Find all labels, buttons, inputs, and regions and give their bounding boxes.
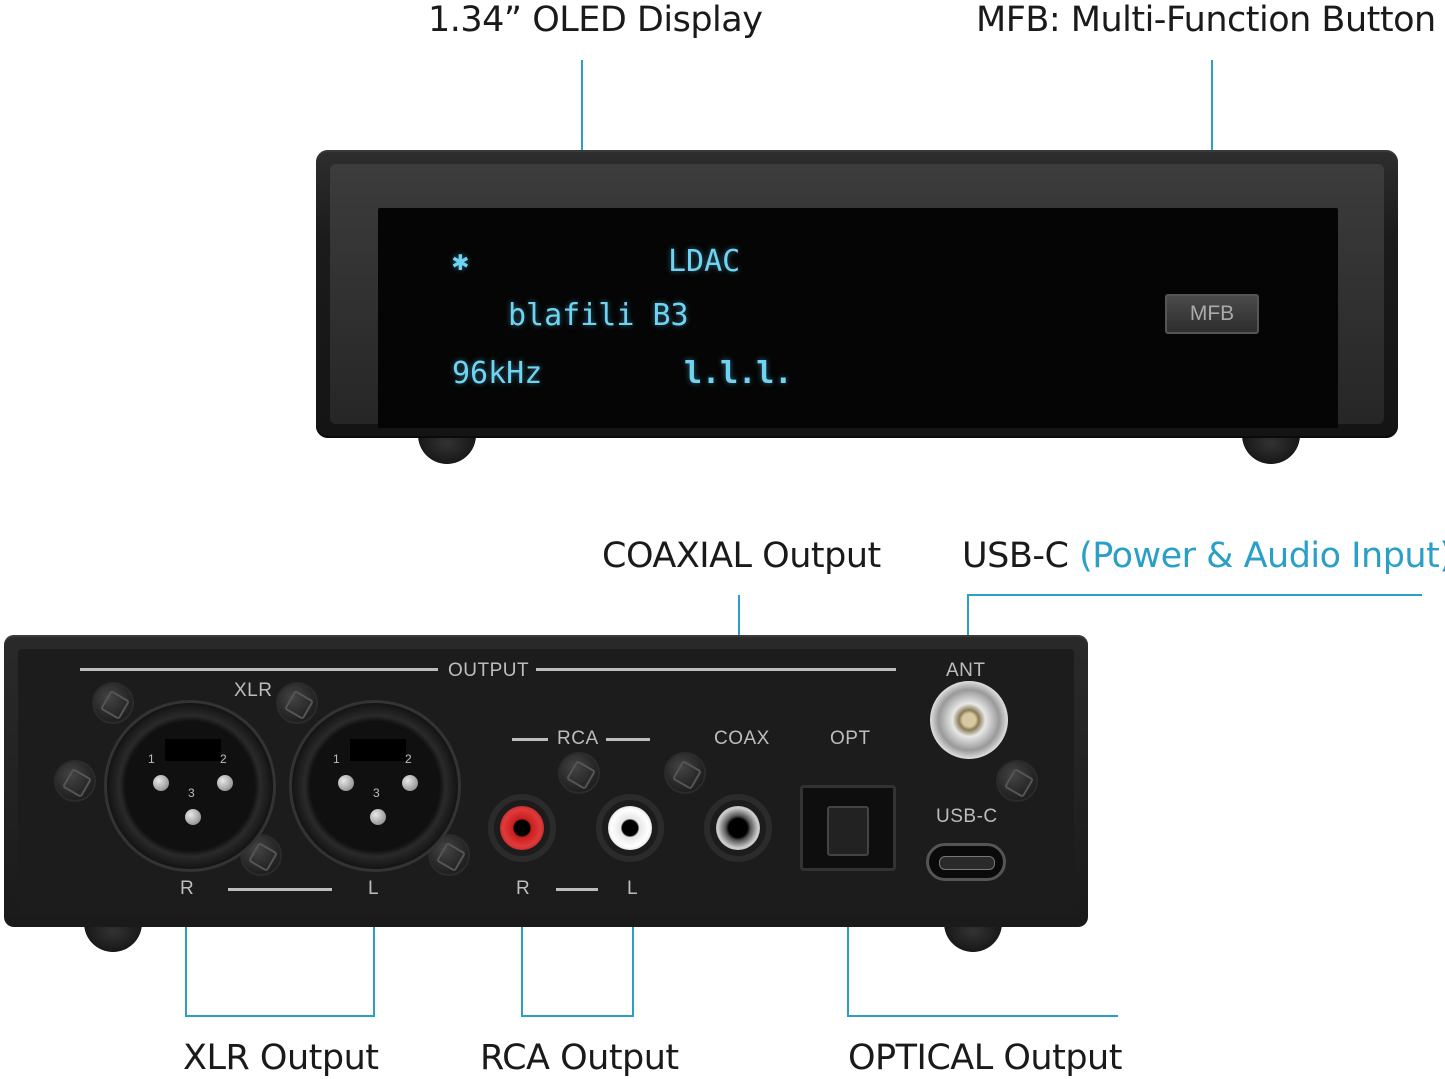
screw — [92, 682, 134, 724]
screw — [276, 682, 318, 724]
xlr-pin-1-label: 1 — [148, 752, 156, 766]
xlr-pin-2-label: 2 — [405, 752, 413, 766]
rca-l-label: L — [627, 878, 639, 899]
optical-door — [827, 806, 869, 856]
rca-rule — [556, 888, 598, 891]
bluetooth-icon: ✱ — [452, 244, 469, 277]
rca-white-ring — [608, 806, 652, 850]
screw — [558, 752, 600, 794]
xlr-pin-2 — [402, 775, 418, 791]
oled-sample-rate: 96kHz — [452, 356, 543, 391]
usbc-port[interactable] — [926, 843, 1006, 881]
optical-port[interactable] — [800, 785, 896, 871]
oled-device-name: blafili B3 — [508, 298, 689, 333]
xlr-pin-3 — [370, 809, 386, 825]
screw — [54, 760, 96, 802]
xlr-pin-1-label: 1 — [333, 752, 341, 766]
usbc-callout-detail: (Power & Audio Input) — [1079, 536, 1445, 576]
xlr-left-connector[interactable] — [289, 700, 461, 872]
oled-callout: 1.34” OLED Display — [428, 0, 763, 40]
xlr-pin-3-label: 3 — [188, 786, 196, 800]
optical-callout: OPTICAL Output — [848, 1038, 1122, 1078]
rca-callout: RCA Output — [480, 1038, 679, 1078]
oled-codec: LDAC — [668, 244, 741, 279]
rca-label: RCA — [557, 728, 599, 749]
rca-r-label: R — [516, 878, 531, 899]
oled-level-meter: l.l.l. — [684, 356, 793, 391]
screw — [664, 752, 706, 794]
usbc-port-label: USB-C — [936, 806, 998, 827]
xlr-right-connector[interactable] — [104, 700, 276, 872]
rca-left-jack[interactable] — [596, 794, 664, 862]
xlr-r-label: R — [180, 878, 195, 899]
mfb-callout: MFB: Multi-Function Button — [976, 0, 1436, 40]
usbc-callout: USB-C (Power & Audio Input) — [962, 536, 1445, 576]
screw — [996, 760, 1038, 802]
ant-label: ANT — [946, 660, 986, 681]
rca-right-jack[interactable] — [488, 794, 556, 862]
xlr-label: XLR — [234, 680, 273, 701]
xlr-callout: XLR Output — [183, 1038, 379, 1078]
xlr-l-label: L — [368, 878, 380, 899]
coax-label: COAX — [714, 728, 770, 749]
rca-red-ring — [500, 806, 544, 850]
xlr-pin-3 — [185, 809, 201, 825]
rca-rule-left — [512, 738, 548, 741]
xlr-latch — [165, 739, 221, 761]
xlr-pin-1 — [338, 775, 354, 791]
usbc-callout-main: USB-C — [962, 536, 1069, 576]
rca-rule-right — [606, 738, 650, 741]
coax-jack[interactable] — [704, 794, 772, 862]
coaxial-callout: COAXIAL Output — [602, 536, 881, 576]
mfb-button[interactable]: MFB — [1165, 294, 1259, 334]
xlr-latch — [350, 739, 406, 761]
xlr-pin-3-label: 3 — [373, 786, 381, 800]
output-rule-left — [80, 668, 438, 671]
antenna-connector[interactable] — [930, 681, 1008, 759]
xlr-pin-2-label: 2 — [220, 752, 228, 766]
xlr-pin-2 — [217, 775, 233, 791]
output-label: OUTPUT — [448, 660, 530, 681]
xlr-pin-1 — [153, 775, 169, 791]
coax-ring — [716, 806, 760, 850]
opt-label: OPT — [830, 728, 871, 749]
xlr-rule — [228, 888, 332, 891]
output-rule-right — [536, 668, 896, 671]
